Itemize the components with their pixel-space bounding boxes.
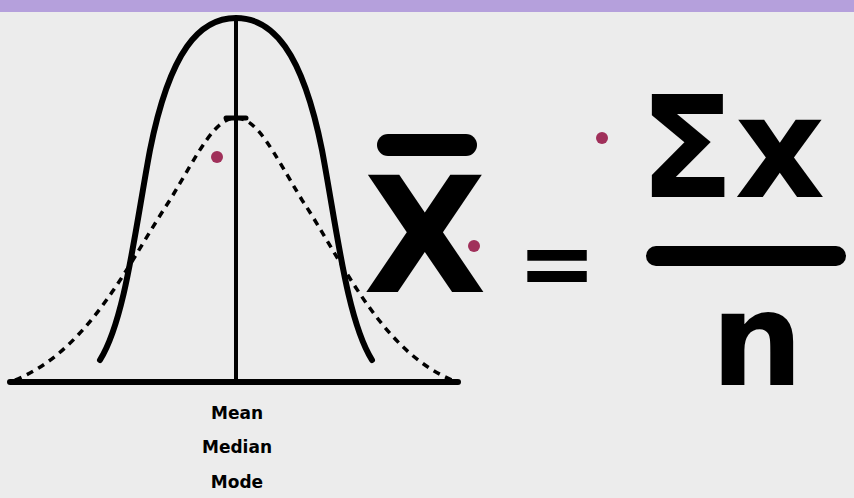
- axis-label: Mean: [211, 405, 263, 422]
- axis-label: Median: [202, 439, 272, 456]
- axis-label: Mode: [211, 474, 263, 491]
- formula-symbol: X: [363, 157, 486, 317]
- formula-symbol: =: [517, 216, 597, 311]
- center-line: [234, 16, 238, 382]
- dot: [596, 132, 608, 144]
- top-bar: [0, 0, 854, 12]
- axis-line: [10, 379, 458, 385]
- fraction-bar: [656, 246, 836, 266]
- dot: [211, 151, 223, 163]
- formula-denominator: n: [711, 275, 804, 405]
- mean-overbar: [388, 134, 466, 156]
- peak-tick: [226, 116, 246, 121]
- formula-numerator: Σx: [639, 79, 825, 219]
